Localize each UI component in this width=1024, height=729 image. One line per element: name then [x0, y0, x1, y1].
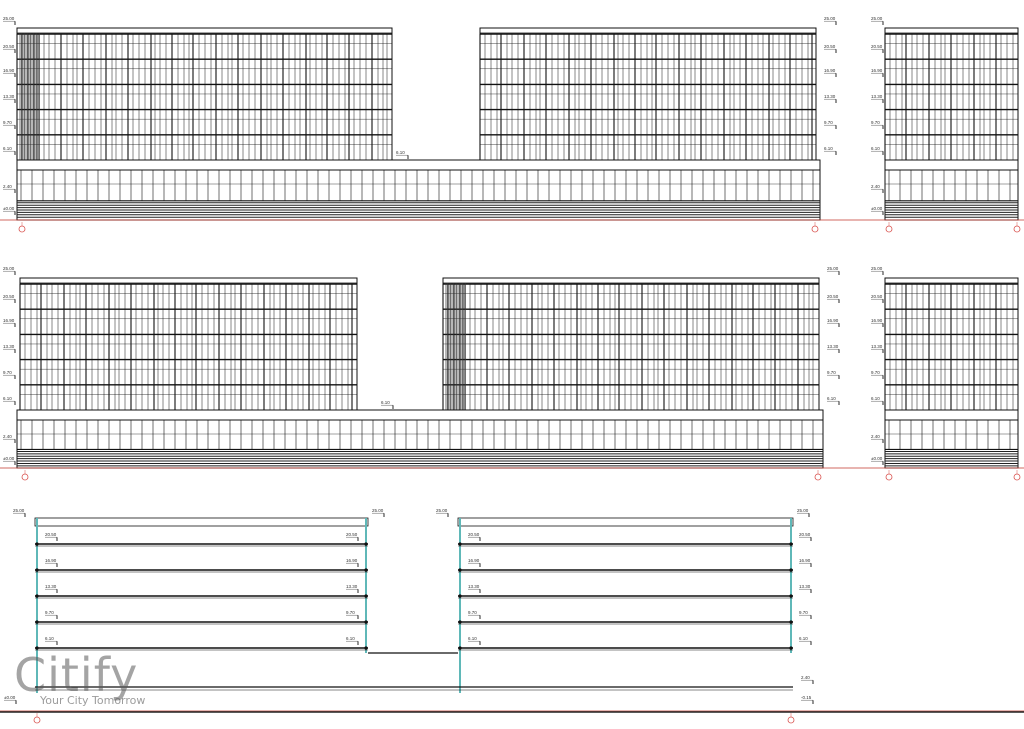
svg-text:25.00: 25.00 [827, 266, 839, 271]
svg-text:20.50: 20.50 [3, 294, 15, 299]
svg-text:9.70: 9.70 [45, 610, 54, 615]
svg-text:9.70: 9.70 [827, 370, 836, 375]
svg-text:6.10: 6.10 [799, 636, 808, 641]
svg-text:6.10: 6.10 [871, 146, 880, 151]
svg-text:±0.00: ±0.00 [871, 456, 883, 461]
svg-text:16.90: 16.90 [799, 558, 811, 563]
svg-text:±0.00: ±0.00 [3, 206, 15, 211]
svg-text:25.00: 25.00 [436, 508, 448, 513]
svg-text:20.50: 20.50 [827, 294, 839, 299]
svg-text:-0.15: -0.15 [801, 695, 812, 700]
svg-text:25.00: 25.00 [3, 266, 15, 271]
svg-text:25.00: 25.00 [372, 508, 384, 513]
svg-text:2.40: 2.40 [871, 184, 880, 189]
svg-text:25.00: 25.00 [871, 266, 883, 271]
svg-text:16.90: 16.90 [827, 318, 839, 323]
svg-text:13.30: 13.30 [827, 344, 839, 349]
svg-text:9.70: 9.70 [468, 610, 477, 615]
svg-text:2.40: 2.40 [871, 434, 880, 439]
svg-text:16.90: 16.90 [45, 558, 57, 563]
svg-text:9.70: 9.70 [871, 370, 880, 375]
svg-text:25.00: 25.00 [13, 508, 25, 513]
svg-text:25.00: 25.00 [797, 508, 809, 513]
svg-text:2.40: 2.40 [801, 675, 810, 680]
svg-text:20.50: 20.50 [468, 532, 480, 537]
svg-text:±0.00: ±0.00 [871, 206, 883, 211]
svg-text:9.70: 9.70 [871, 120, 880, 125]
svg-text:6.10: 6.10 [468, 636, 477, 641]
section-row-3: 20.50 20.50 16.90 16.90 13.30 13.30 9.70 9.70 6.… [0, 508, 1024, 724]
svg-text:25.00: 25.00 [3, 16, 15, 21]
svg-text:16.90: 16.90 [3, 68, 15, 73]
elevation-row-2: 25.00 25.00 20.50 20.50 16.90 16.90 13.30 13.30… [0, 266, 1024, 481]
svg-text:20.50: 20.50 [3, 44, 15, 49]
svg-text:20.50: 20.50 [871, 44, 883, 49]
svg-text:13.30: 13.30 [468, 584, 480, 589]
svg-text:16.90: 16.90 [871, 318, 883, 323]
svg-text:13.30: 13.30 [346, 584, 358, 589]
svg-text:13.30: 13.30 [871, 344, 883, 349]
svg-text:13.30: 13.30 [3, 94, 15, 99]
svg-text:20.50: 20.50 [799, 532, 811, 537]
svg-text:16.90: 16.90 [824, 68, 836, 73]
svg-text:6.10: 6.10 [3, 146, 12, 151]
svg-text:13.30: 13.30 [824, 94, 836, 99]
svg-text:20.50: 20.50 [871, 294, 883, 299]
svg-text:2.40: 2.40 [3, 184, 12, 189]
svg-text:20.50: 20.50 [346, 532, 358, 537]
svg-text:25.00: 25.00 [824, 16, 836, 21]
svg-text:9.70: 9.70 [3, 120, 12, 125]
svg-text:6.10: 6.10 [3, 396, 12, 401]
svg-text:20.50: 20.50 [824, 44, 836, 49]
svg-text:25.00: 25.00 [871, 16, 883, 21]
svg-text:13.30: 13.30 [799, 584, 811, 589]
svg-text:6.10: 6.10 [346, 636, 355, 641]
svg-text:13.30: 13.30 [45, 584, 57, 589]
svg-text:13.30: 13.30 [871, 94, 883, 99]
svg-text:9.70: 9.70 [799, 610, 808, 615]
svg-text:9.70: 9.70 [3, 370, 12, 375]
svg-text:16.90: 16.90 [871, 68, 883, 73]
svg-text:16.90: 16.90 [468, 558, 480, 563]
svg-text:2.40: 2.40 [3, 434, 12, 439]
svg-text:6.10: 6.10 [824, 146, 833, 151]
svg-text:16.90: 16.90 [3, 318, 15, 323]
svg-text:6.10: 6.10 [45, 636, 54, 641]
svg-text:6.10: 6.10 [381, 400, 390, 405]
svg-text:6.10: 6.10 [827, 396, 836, 401]
svg-text:6.10: 6.10 [871, 396, 880, 401]
svg-text:9.70: 9.70 [346, 610, 355, 615]
svg-text:6.10: 6.10 [396, 150, 405, 155]
svg-text:20.50: 20.50 [45, 532, 57, 537]
svg-text:13.30: 13.30 [3, 344, 15, 349]
svg-text:±0.00: ±0.00 [3, 456, 15, 461]
svg-text:±0.00: ±0.00 [4, 695, 16, 700]
svg-text:16.90: 16.90 [346, 558, 358, 563]
elevation-row-1: 25.00 25.00 20.50 20.50 16.90 16.90 13.30 13.30… [0, 16, 1024, 233]
svg-text:9.70: 9.70 [824, 120, 833, 125]
